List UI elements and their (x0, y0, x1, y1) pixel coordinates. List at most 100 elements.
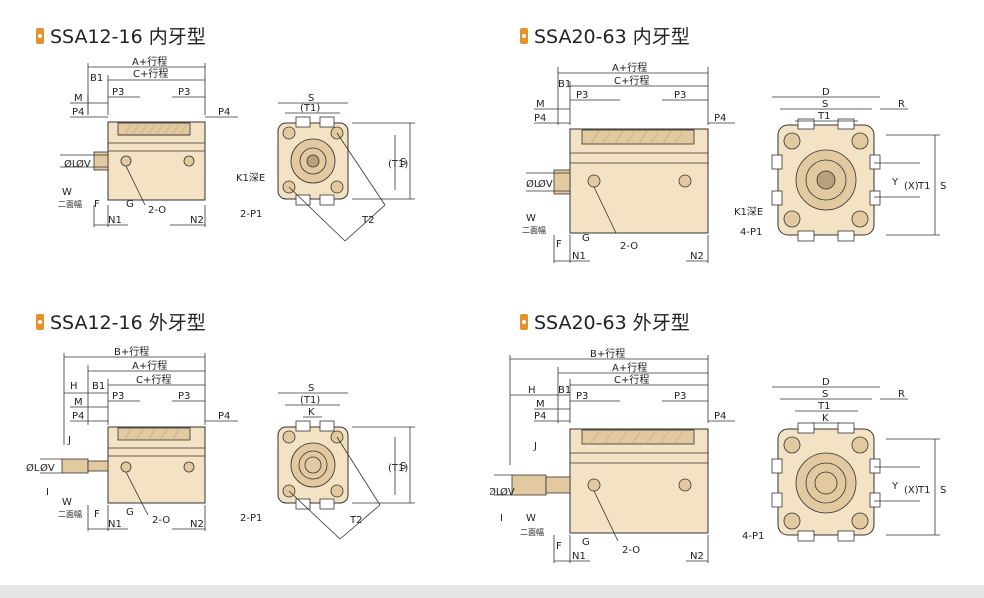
front-r: R (898, 99, 905, 110)
front-t1-top: T1 (817, 111, 830, 122)
front-s-side: S (400, 461, 406, 472)
dim-flats: 二面幅 (520, 527, 544, 537)
dim-b1: B1 (90, 73, 103, 84)
front-s-top: S (308, 93, 314, 104)
front-s-side: S (400, 157, 406, 168)
dim-g: G (126, 507, 134, 518)
dim-port: 2-O (152, 515, 170, 526)
dim-i: I (46, 487, 49, 498)
dim-w: W (526, 513, 536, 524)
front-t1-side: (T1) (388, 463, 408, 474)
dim-ol: ØL (490, 486, 502, 498)
front-y: Y (891, 177, 899, 188)
bullet-marker-icon (520, 313, 528, 330)
front-d: D (822, 87, 830, 98)
dim-ol: ØL (64, 158, 78, 170)
dim-p4-right: P4 (714, 411, 726, 422)
front-x: (X) (904, 485, 919, 496)
dim-p4-left: P4 (534, 411, 546, 422)
dim-p3-right: P3 (674, 90, 686, 101)
front-t1-side: (T1) (388, 159, 408, 170)
front-d: D (822, 377, 830, 388)
dim-n1: N1 (108, 215, 122, 226)
dim-p3-right: P3 (178, 87, 190, 98)
dim-c: C+行程 (136, 373, 171, 386)
front-t1-top: (T1) (300, 103, 320, 114)
panel-4-drawing: B+行程 A+行程 H B1 C+行程 M P3 P3 P4 P4 J ØL Ø… (490, 347, 946, 563)
front-r: R (898, 389, 905, 400)
panel-2-title: SSA20-63 内牙型 (520, 22, 690, 49)
front-p1: 2-P1 (240, 209, 262, 220)
dim-ov: ØV (500, 486, 515, 498)
dim-n1: N1 (572, 251, 586, 262)
dim-flats: 二面幅 (58, 509, 82, 519)
front-t2: T2 (361, 215, 374, 226)
dim-f: F (94, 509, 100, 520)
front-s-side: S (940, 485, 946, 496)
front-k1: K1深E (236, 172, 265, 184)
dim-n1: N1 (572, 551, 586, 562)
front-s-side: S (940, 181, 946, 192)
dim-port: 2-O (622, 545, 640, 556)
front-k: K (308, 407, 315, 418)
bullet-marker-icon (36, 313, 44, 330)
dim-a: A+行程 (132, 55, 167, 68)
front-p1: 4-P1 (742, 531, 764, 542)
front-t1-side: T1 (917, 181, 930, 192)
dim-g: G (582, 537, 590, 548)
dim-n2: N2 (190, 519, 204, 530)
dim-f: F (556, 541, 562, 552)
dim-g: G (126, 199, 134, 210)
dim-m: M (536, 99, 545, 110)
dim-port: 2-O (148, 205, 166, 216)
dim-m: M (74, 397, 83, 408)
dim-b: B+行程 (114, 345, 149, 358)
dim-m: M (536, 399, 545, 410)
dim-b: B+行程 (590, 347, 625, 360)
front-s-top: S (822, 389, 828, 400)
dim-c: C+行程 (614, 74, 649, 87)
dim-g: G (582, 233, 590, 244)
dim-n2: N2 (690, 251, 704, 262)
dim-p4-right: P4 (218, 107, 230, 118)
dim-n1: N1 (108, 519, 122, 530)
dim-p3-left: P3 (576, 90, 588, 101)
dim-a: A+行程 (612, 361, 647, 374)
dim-b1: B1 (558, 79, 571, 90)
front-y: Y (891, 481, 899, 492)
dim-a: A+行程 (132, 359, 167, 372)
dim-j: J (533, 441, 537, 452)
front-x: (X) (904, 181, 919, 192)
dim-a: A+行程 (612, 61, 647, 74)
dim-p4-left: P4 (534, 113, 546, 124)
front-t1-side: T1 (917, 485, 930, 496)
panel-1-title-text: SSA12-16 内牙型 (50, 26, 206, 48)
dim-p4-left: P4 (72, 107, 84, 118)
front-s-top: S (822, 99, 828, 110)
dim-w: W (62, 497, 72, 508)
dim-b1: B1 (558, 385, 571, 396)
panel-1-drawing: A+行程 B1 C+行程 M P3 P3 P4 P4 ØL ØV W 二面幅 F… (58, 55, 415, 242)
front-k1: K1深E (734, 206, 763, 218)
bullet-marker-icon (36, 27, 44, 44)
dim-port: 2-O (620, 241, 638, 252)
bottom-bar (0, 585, 984, 598)
dim-p3-right: P3 (674, 391, 686, 402)
dim-ol: ØL (26, 462, 40, 474)
front-t1-top: (T1) (300, 395, 320, 406)
dim-p4-right: P4 (714, 113, 726, 124)
dim-h: H (528, 385, 536, 396)
panel-2-drawing: A+行程 B1 C+行程 M P3 P3 P4 P4 ØL ØV W 二面幅 F… (522, 61, 946, 263)
panel-3-title: SSA12-16 外牙型 (36, 308, 206, 335)
front-t2: T2 (349, 515, 362, 526)
panel-3-drawing: B+行程 A+行程 H B1 C+行程 M P3 P3 P4 P4 J ØL Ø… (26, 345, 415, 540)
panel-1-title: SSA12-16 内牙型 (36, 22, 206, 49)
front-k: K (822, 413, 829, 424)
front-p1: 4-P1 (740, 227, 762, 238)
dim-b1: B1 (92, 381, 105, 392)
dim-j: J (67, 435, 71, 446)
dim-p3-left: P3 (576, 391, 588, 402)
dim-p4-right: P4 (218, 411, 230, 422)
dim-i: I (500, 513, 503, 524)
dim-p4-left: P4 (72, 411, 84, 422)
